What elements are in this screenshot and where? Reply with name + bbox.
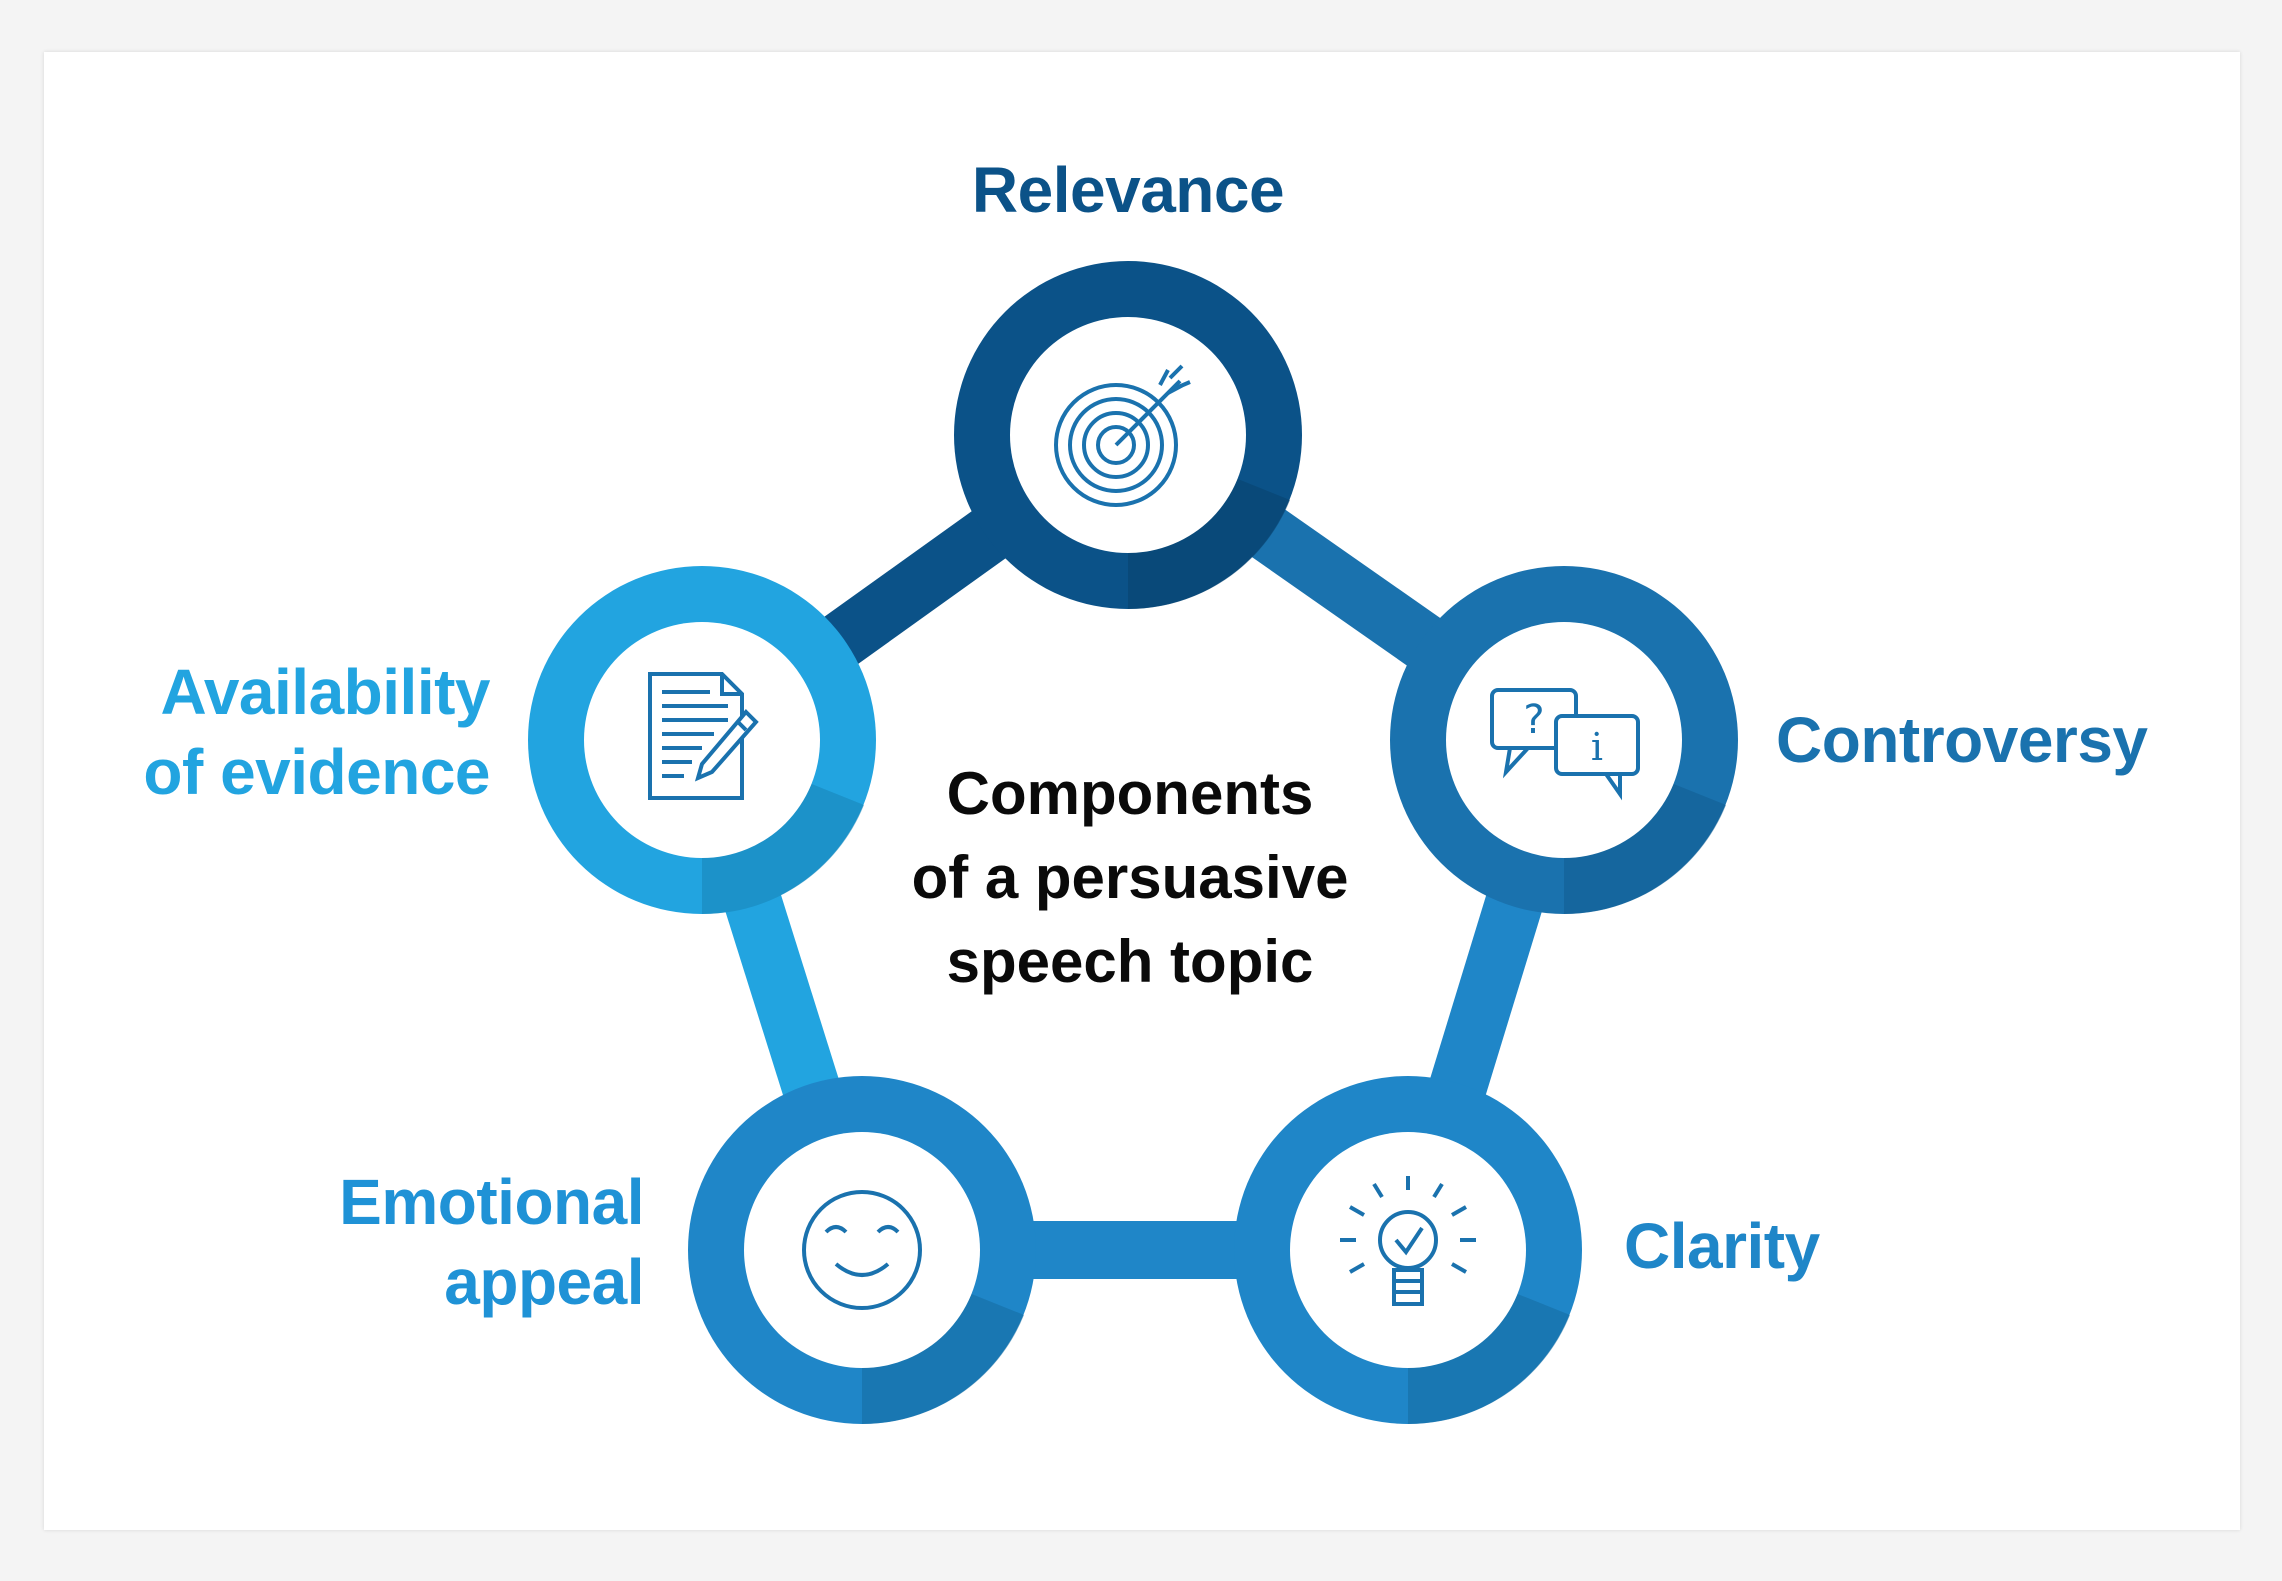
label-relevance: Relevance [928,150,1328,230]
label-clarity-line-1: Clarity [1624,1210,1820,1282]
disc-emotional-appeal [744,1132,980,1368]
node-clarity [1234,1076,1582,1425]
center-title: Components of a persuasive speech topic [860,752,1400,1004]
label-controversy: Controversy [1776,700,2148,780]
center-title-line-2: of a persuasive [911,844,1349,911]
question-info-chat-icon: ? i [1490,688,1640,801]
node-emotional-appeal [688,1076,1036,1425]
svg-text:?: ? [1523,697,1544,743]
label-emotional-appeal-line-2: appeal [444,1246,644,1318]
label-controversy-line-1: Controversy [1776,704,2148,776]
label-availability-line-2: of evidence [143,736,490,808]
label-availability-line-1: Availability [160,656,490,728]
node-controversy: ? i [1390,566,1738,915]
node-relevance [954,261,1302,610]
svg-text:i: i [1591,725,1603,769]
disc-availability-of-evidence [584,622,820,858]
label-emotional-appeal: Emotional appeal [240,1162,644,1322]
label-availability-of-evidence: Availability of evidence [80,652,490,812]
lightbulb-check-icon [1340,1176,1476,1306]
center-title-line-1: Components [946,760,1314,827]
label-clarity: Clarity [1624,1206,1820,1286]
document-pencil-icon [648,672,759,800]
label-relevance-line-1: Relevance [971,154,1285,226]
target-icon [1054,364,1191,507]
smiley-face-icon [802,1190,922,1310]
node-availability-of-evidence [528,566,876,915]
center-title-line-3: speech topic [946,928,1314,995]
label-emotional-appeal-line-1: Emotional [339,1166,644,1238]
